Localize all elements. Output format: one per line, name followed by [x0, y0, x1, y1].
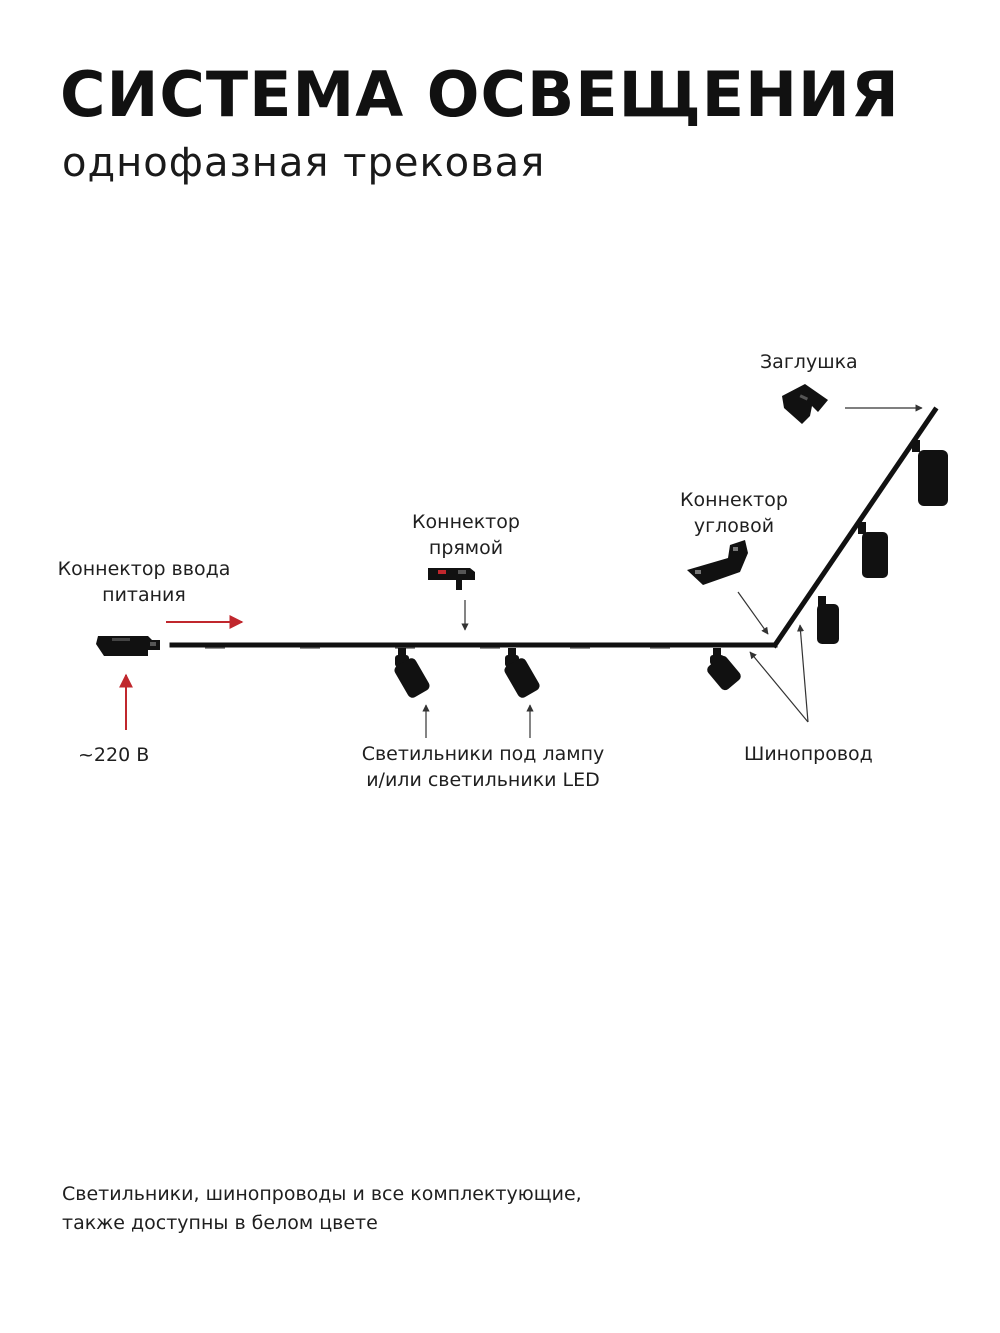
spotlight-icon: [912, 440, 948, 506]
label-corner-connector-line1: Коннектор: [680, 489, 788, 511]
spotlight-icon: [817, 596, 839, 644]
corner-connector-icon: [687, 540, 748, 585]
spotlight-icon: [394, 648, 430, 698]
label-busbar-text: Шинопровод: [744, 743, 873, 765]
label-voltage-text: ~220 В: [78, 744, 150, 766]
label-power-connector-line1: Коннектор ввода: [57, 558, 231, 580]
power-connector-icon: [96, 636, 160, 656]
label-end-cap-text: Заглушка: [760, 351, 858, 373]
page-subtitle: однофазная трековая: [62, 140, 546, 186]
busbar-pointer-1: [749, 651, 809, 723]
footer-note: Светильники, шинопроводы и все комплекту…: [62, 1180, 582, 1238]
busbar-pointer-2: [796, 624, 809, 723]
label-voltage: ~220 В: [78, 742, 149, 768]
label-fixtures-line2: и/или светильники LED: [366, 769, 600, 791]
footer-line-1: Светильники, шинопроводы и все комплекту…: [62, 1183, 582, 1205]
label-corner-connector: Коннектор угловой: [654, 487, 814, 539]
corner-connector-pointer: [737, 591, 769, 635]
label-power-connector-line2: питания: [102, 584, 186, 606]
busbar-track: [169, 406, 939, 649]
label-corner-connector-line2: угловой: [693, 515, 775, 537]
footer-line-2: также доступны в белом цвете: [62, 1212, 378, 1234]
label-straight-connector-line1: Коннектор: [412, 511, 520, 533]
label-end-cap: Заглушка: [760, 349, 858, 375]
end-cap-icon: [782, 384, 828, 424]
label-straight-connector: Коннектор прямой: [386, 509, 546, 561]
label-busbar: Шинопровод: [744, 741, 873, 767]
straight-connector-icon: [428, 568, 475, 590]
spotlight-icon: [504, 648, 540, 698]
label-fixtures: Светильники под лампу и/или светильники …: [330, 741, 636, 793]
spotlight-icon: [858, 522, 888, 578]
label-fixtures-line1: Светильники под лампу: [361, 743, 605, 765]
label-straight-connector-line2: прямой: [428, 537, 504, 559]
label-power-connector: Коннектор ввода питания: [40, 556, 248, 608]
page-title: СИСТЕМА ОСВЕЩЕНИЯ: [60, 58, 900, 131]
spotlight-icon: [707, 648, 741, 691]
